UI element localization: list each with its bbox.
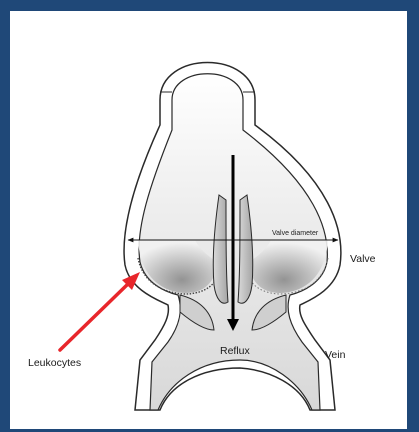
valve-diameter-label: Valve diameter <box>272 230 319 237</box>
leukocyte-pointer-icon <box>60 282 130 350</box>
valve-label: Valve <box>350 253 376 265</box>
leukocytes-label: Leukocytes <box>28 357 81 369</box>
vein-label: Vein <box>325 349 346 361</box>
reflux-label: Reflux <box>220 345 251 357</box>
